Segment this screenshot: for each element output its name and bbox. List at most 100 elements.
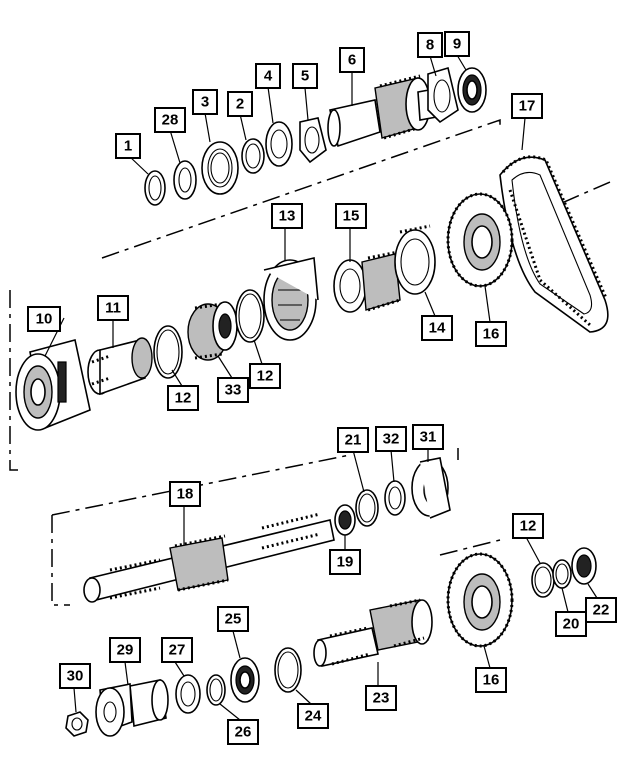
clutch-hub-part[interactable] [333, 250, 401, 313]
callout-12-right[interactable]: 12 [512, 513, 544, 539]
retainer-ring-part[interactable] [552, 559, 572, 589]
callout-15-label: 15 [343, 208, 360, 225]
callout-19-label: 19 [337, 554, 354, 571]
callout-12-right-label: 12 [520, 518, 537, 535]
callout-29-label: 29 [117, 642, 134, 659]
snap-ring-part[interactable] [235, 289, 265, 343]
callout-19[interactable]: 19 [329, 549, 361, 575]
shim-plate-part[interactable] [299, 117, 327, 164]
mainshaft-part[interactable] [83, 512, 335, 603]
callout-22[interactable]: 22 [585, 597, 617, 623]
callout-10-label: 10 [36, 311, 53, 328]
shift-gear-part[interactable] [187, 301, 238, 361]
callout-25-label: 25 [225, 611, 242, 628]
snap-ring-part[interactable] [531, 562, 555, 598]
retainer-ring-part[interactable] [241, 138, 265, 174]
snap-ring-part[interactable] [153, 325, 183, 379]
output-sprocket-part[interactable] [446, 552, 514, 648]
callout-23-label: 23 [373, 690, 390, 707]
callout-13[interactable]: 13 [271, 203, 303, 229]
callout-32[interactable]: 32 [375, 426, 407, 452]
bearing-cone-part[interactable] [394, 224, 436, 295]
callout-5-label: 5 [301, 68, 309, 85]
callout-15[interactable]: 15 [335, 203, 367, 229]
callout-13-label: 13 [279, 208, 296, 225]
retainer-ring-part[interactable] [206, 674, 226, 706]
callout-16-upper[interactable]: 16 [475, 321, 507, 347]
callout-14-label: 14 [429, 320, 446, 337]
callout-8-label: 8 [426, 37, 434, 54]
callout-labels: 1 2 3 4 5 6 8 9 10 11 12 12 12 13 14 15 … [27, 31, 617, 745]
callout-3[interactable]: 3 [192, 89, 218, 115]
drive-chain-part[interactable] [499, 155, 609, 333]
callout-28[interactable]: 28 [154, 107, 186, 133]
callout-32-label: 32 [383, 431, 400, 448]
callout-24-label: 24 [305, 708, 322, 725]
seal-plate-part[interactable] [427, 66, 459, 124]
callout-31[interactable]: 31 [412, 424, 444, 450]
sun-gear-part[interactable] [87, 337, 153, 396]
callout-27-label: 27 [169, 642, 186, 659]
callout-16-lower[interactable]: 16 [475, 667, 507, 693]
callout-12-mid[interactable]: 12 [249, 363, 281, 389]
companion-flange-part[interactable] [95, 679, 169, 737]
callout-25[interactable]: 25 [217, 606, 249, 632]
snap-ring-part[interactable] [144, 170, 166, 206]
thrust-washer-part[interactable] [384, 480, 406, 516]
synchronizer-sleeve-part[interactable] [263, 257, 319, 341]
callout-3-label: 3 [201, 94, 209, 111]
roller-bearing-part[interactable] [571, 547, 597, 585]
callout-24[interactable]: 24 [297, 703, 329, 729]
planetary-carrier-part[interactable] [15, 339, 91, 431]
needle-bearing-part[interactable] [334, 504, 356, 536]
callout-20-label: 20 [563, 616, 580, 633]
snap-ring-part[interactable] [355, 489, 379, 527]
callout-5[interactable]: 5 [292, 63, 318, 89]
gasket-part[interactable] [265, 121, 293, 167]
input-gear-shaft-part[interactable] [327, 74, 443, 148]
callout-33[interactable]: 33 [217, 377, 249, 403]
callout-18-label: 18 [177, 486, 194, 503]
callout-11-label: 11 [105, 300, 121, 317]
callout-26[interactable]: 26 [227, 719, 259, 745]
callout-17[interactable]: 17 [511, 93, 543, 119]
callout-2[interactable]: 2 [227, 91, 253, 117]
leader-lines [44, 54, 598, 721]
callout-11[interactable]: 11 [97, 295, 129, 321]
callout-12-mid-label: 12 [257, 368, 274, 385]
drive-sprocket-part[interactable] [446, 192, 514, 288]
callout-9-label: 9 [453, 36, 461, 53]
callout-14[interactable]: 14 [421, 315, 453, 341]
flange-nut-part[interactable] [65, 711, 89, 737]
callout-10[interactable]: 10 [27, 306, 61, 332]
callout-8[interactable]: 8 [417, 32, 443, 58]
callout-23[interactable]: 23 [365, 685, 397, 711]
output-shaft-part[interactable] [313, 598, 433, 667]
callout-12-left[interactable]: 12 [167, 385, 199, 411]
callout-1[interactable]: 1 [115, 133, 141, 159]
callout-6[interactable]: 6 [339, 47, 365, 73]
callout-4[interactable]: 4 [255, 63, 281, 89]
callout-26-label: 26 [235, 724, 252, 741]
oil-pump-housing-part[interactable] [411, 457, 451, 519]
callout-17-label: 17 [519, 98, 536, 115]
callout-33-label: 33 [225, 382, 242, 399]
callout-6-label: 6 [348, 52, 356, 69]
callout-22-label: 22 [593, 602, 610, 619]
bearing-ring-part[interactable] [201, 141, 239, 195]
callout-4-label: 4 [264, 68, 273, 85]
callout-27[interactable]: 27 [161, 637, 193, 663]
output-bearing-part[interactable] [230, 657, 260, 703]
ball-bearing-part[interactable] [457, 67, 487, 113]
snap-ring-part[interactable] [274, 647, 302, 693]
callout-29[interactable]: 29 [109, 637, 141, 663]
callout-9[interactable]: 9 [444, 31, 470, 57]
callout-18[interactable]: 18 [169, 481, 201, 507]
callout-21[interactable]: 21 [337, 427, 369, 453]
oil-seal-part[interactable] [175, 674, 201, 714]
callout-30-label: 30 [67, 668, 84, 685]
callout-20[interactable]: 20 [555, 611, 587, 637]
thrust-washer-part[interactable] [173, 160, 197, 200]
callout-16-lower-label: 16 [483, 672, 500, 689]
callout-30[interactable]: 30 [59, 663, 91, 689]
